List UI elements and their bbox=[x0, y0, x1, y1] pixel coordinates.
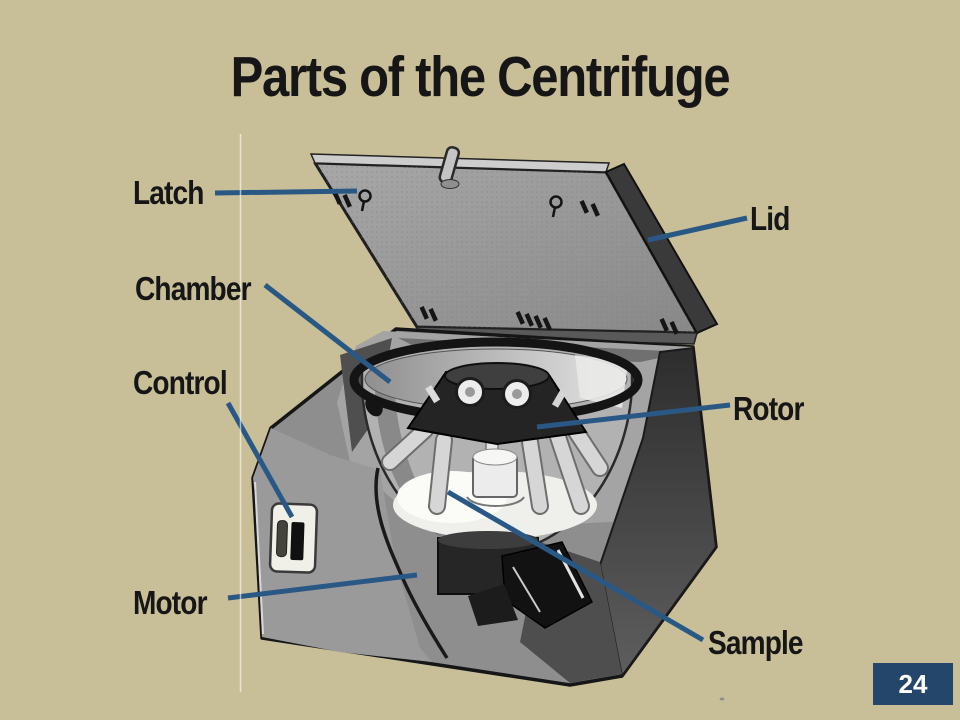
rotor-shape bbox=[381, 362, 609, 515]
control-leader-line bbox=[225, 401, 295, 519]
label-motor: Motor bbox=[133, 584, 207, 621]
lid-shape bbox=[309, 146, 719, 345]
motor-leader-line bbox=[227, 572, 418, 601]
sample-leader-line bbox=[446, 489, 705, 643]
lid-latch-hooks bbox=[358, 189, 563, 218]
label-sample: Sample bbox=[708, 624, 804, 661]
label-lid: Lid bbox=[750, 200, 790, 237]
label-control: Control bbox=[133, 364, 228, 401]
scan-speck bbox=[719, 697, 725, 701]
label-latch: Latch bbox=[133, 174, 204, 211]
chamber-leader-line bbox=[263, 283, 392, 384]
label-chamber: Chamber bbox=[135, 270, 251, 307]
rotor-leader-line bbox=[536, 402, 731, 430]
label-rotor: Rotor bbox=[733, 390, 804, 427]
slide-title: Parts of the Centrifuge bbox=[230, 45, 731, 109]
lid-handle-icon bbox=[438, 146, 461, 189]
latch-leader-line bbox=[214, 188, 358, 196]
leader-lines bbox=[214, 188, 748, 643]
control-panel-shape bbox=[268, 502, 319, 574]
page-number: 24 bbox=[898, 668, 928, 699]
page-number-badge: 24 bbox=[873, 663, 953, 705]
lid-vent-slits bbox=[332, 191, 679, 335]
lid-leader-line bbox=[647, 215, 748, 243]
